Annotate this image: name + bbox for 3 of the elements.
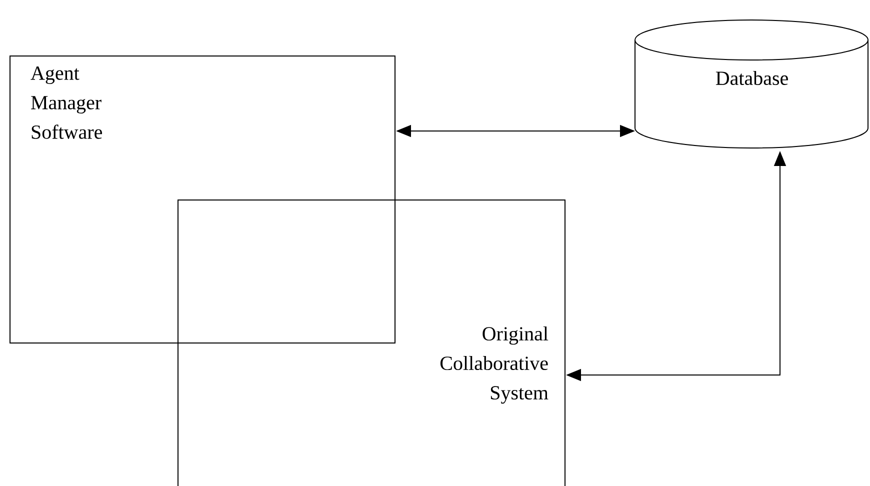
box-label: Database	[716, 70, 788, 86]
box-label: Original Collaborative System	[440, 326, 548, 404]
box-label: Agent Manager Software	[30, 66, 102, 139]
